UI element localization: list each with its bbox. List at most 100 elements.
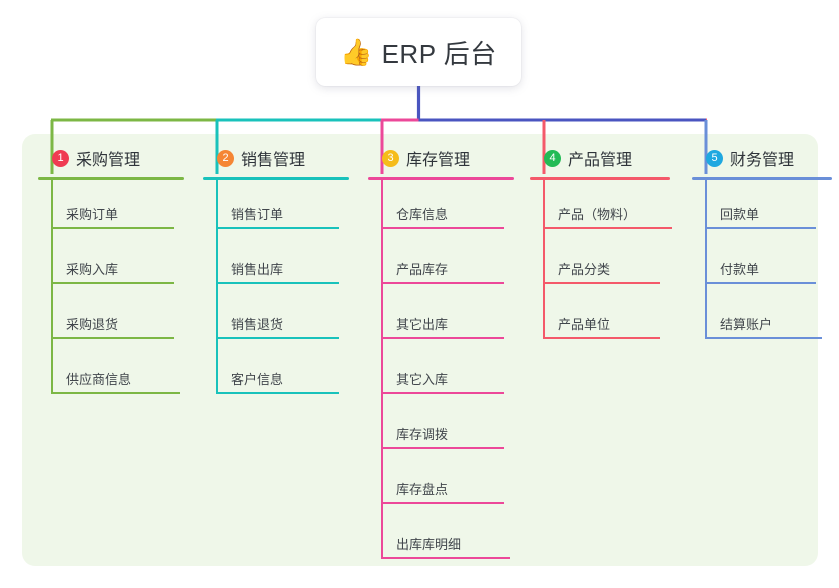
branch-number-badge: 5	[706, 149, 723, 167]
leaf-item-label: 采购订单	[66, 207, 119, 222]
branch-spine	[705, 180, 707, 339]
branch-rule	[530, 177, 670, 180]
branch-number-badge: 1	[52, 149, 69, 167]
leaf-item-label: 回款单	[720, 207, 760, 222]
leaf-item-underline	[52, 227, 174, 229]
branch-title: 销售管理	[241, 152, 306, 169]
leaf-item-label: 其它出库	[396, 317, 449, 332]
branch-leaf-list: 采购订单采购入库采购退货供应商信息	[38, 180, 184, 400]
branch-column-4: 4 产品管理产品（物料） 产品分类产品单位	[530, 146, 672, 345]
branch-number-badge: 4	[544, 149, 561, 167]
leaf-item[interactable]: 销售出库	[203, 235, 349, 290]
leaf-item[interactable]: 采购订单	[38, 180, 184, 235]
leaf-item-underline	[217, 227, 339, 229]
leaf-item-label: 产品单位	[558, 317, 611, 332]
leaf-item-label: 客户信息	[231, 372, 284, 387]
branch-rule	[38, 177, 184, 180]
leaf-item[interactable]: 产品单位	[530, 290, 670, 345]
branch-leaf-list: 回款单付款单结算账户	[692, 180, 832, 345]
leaf-item[interactable]: 出库库明细	[368, 510, 514, 565]
leaf-item-label: 供应商信息	[66, 372, 132, 387]
leaf-item-label: 销售出库	[231, 262, 284, 277]
branch-header-4[interactable]: 4 产品管理	[530, 146, 670, 170]
leaf-item-label: 产品库存	[396, 262, 449, 277]
leaf-item-underline	[52, 392, 180, 394]
leaf-item[interactable]: 销售退货	[203, 290, 349, 345]
branch-number-badge: 3	[382, 149, 399, 167]
leaf-item[interactable]: 产品分类	[530, 235, 670, 290]
leaf-item[interactable]: 客户信息	[203, 345, 349, 400]
leaf-item-underline	[544, 227, 672, 229]
branch-title: 财务管理	[730, 152, 795, 169]
leaf-item-underline	[706, 282, 816, 284]
leaf-item-label: 出库库明细	[396, 537, 462, 552]
branch-spine	[216, 180, 218, 394]
branch-leaf-list: 仓库信息产品库存其它出库其它入库库存调拨库存盘点出库库明细	[368, 180, 514, 565]
leaf-item-underline	[382, 337, 504, 339]
leaf-item[interactable]: 回款单	[692, 180, 832, 235]
leaf-item-underline	[544, 282, 660, 284]
branch-column-5: 5 财务管理回款单付款单结算账户	[692, 146, 832, 345]
branch-column-3: 3 库存管理仓库信息产品库存其它出库其它入库库存调拨库存盘点出库库明细	[368, 146, 514, 565]
leaf-item-label: 产品分类	[558, 262, 611, 277]
branch-column-2: 2 销售管理销售订单销售出库销售退货客户信息	[203, 146, 349, 400]
root-node-title: ERP 后台	[381, 38, 497, 69]
leaf-item[interactable]: 产品（物料）	[530, 180, 672, 235]
leaf-item-label: 销售退货	[231, 317, 284, 332]
leaf-item-underline	[706, 337, 822, 339]
branch-leaf-list: 产品（物料） 产品分类产品单位	[530, 180, 672, 345]
leaf-item[interactable]: 采购入库	[38, 235, 184, 290]
leaf-item[interactable]: 供应商信息	[38, 345, 184, 400]
leaf-item[interactable]: 付款单	[692, 235, 832, 290]
leaf-item[interactable]: 其它入库	[368, 345, 514, 400]
leaf-item-underline	[706, 227, 816, 229]
leaf-item[interactable]: 采购退货	[38, 290, 184, 345]
branch-leaf-list: 销售订单销售出库销售退货客户信息	[203, 180, 349, 400]
branch-header-2[interactable]: 2 销售管理	[203, 146, 349, 170]
leaf-item-underline	[382, 557, 510, 559]
leaf-item-label: 库存调拨	[396, 427, 449, 442]
branch-title: 库存管理	[406, 152, 471, 169]
leaf-item-underline	[544, 337, 660, 339]
thumbs-up-icon: 👍	[340, 38, 373, 68]
leaf-item-underline	[382, 447, 504, 449]
leaf-item-label: 产品（物料）	[558, 207, 637, 222]
leaf-item-label: 采购入库	[66, 262, 119, 277]
root-node[interactable]: 👍 ERP 后台	[316, 18, 521, 86]
branch-column-1: 1 采购管理采购订单采购入库采购退货供应商信息	[38, 146, 184, 400]
branch-spine	[381, 180, 383, 559]
leaf-item-label: 其它入库	[396, 372, 449, 387]
leaf-item-underline	[217, 392, 339, 394]
branch-spine	[543, 180, 545, 339]
leaf-item-underline	[52, 337, 174, 339]
branch-number-badge: 2	[217, 149, 234, 167]
leaf-item-underline	[217, 337, 339, 339]
leaf-item[interactable]: 库存盘点	[368, 455, 514, 510]
leaf-item[interactable]: 销售订单	[203, 180, 349, 235]
leaf-item-label: 结算账户	[720, 317, 773, 332]
branch-header-5[interactable]: 5 财务管理	[692, 146, 832, 170]
leaf-item-underline	[382, 282, 504, 284]
leaf-item[interactable]: 库存调拨	[368, 400, 514, 455]
branch-header-3[interactable]: 3 库存管理	[368, 146, 514, 170]
branch-title: 产品管理	[568, 152, 633, 169]
leaf-item[interactable]: 结算账户	[692, 290, 832, 345]
leaf-item-underline	[382, 392, 504, 394]
diagram-background-panel	[22, 134, 818, 566]
leaf-item[interactable]: 其它出库	[368, 290, 514, 345]
leaf-item-label: 仓库信息	[396, 207, 449, 222]
leaf-item-label: 库存盘点	[396, 482, 449, 497]
branch-title: 采购管理	[76, 152, 141, 169]
leaf-item-underline	[52, 282, 174, 284]
leaf-item[interactable]: 产品库存	[368, 235, 514, 290]
leaf-item-label: 付款单	[720, 262, 760, 277]
leaf-item[interactable]: 仓库信息	[368, 180, 514, 235]
branch-header-1[interactable]: 1 采购管理	[38, 146, 184, 170]
leaf-item-label: 销售订单	[231, 207, 284, 222]
branch-rule	[368, 177, 514, 180]
branch-rule	[692, 177, 832, 180]
leaf-item-underline	[382, 227, 504, 229]
branch-spine	[51, 180, 53, 394]
leaf-item-label: 采购退货	[66, 317, 119, 332]
